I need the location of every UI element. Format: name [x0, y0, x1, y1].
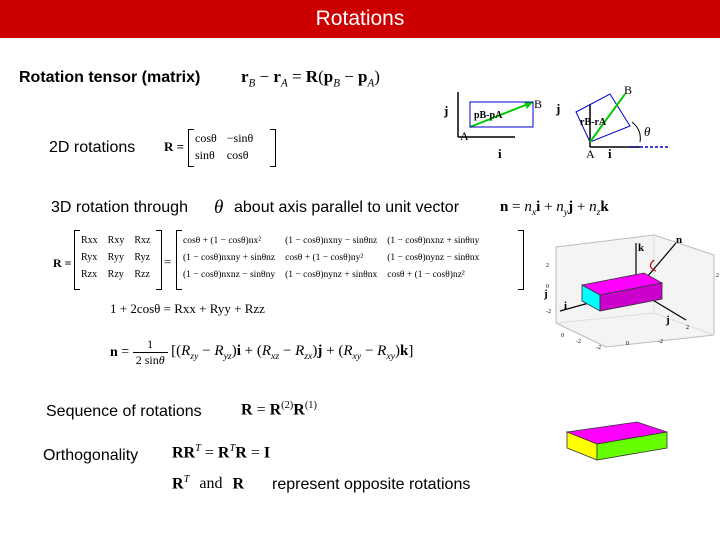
- title-bar: Rotations: [0, 0, 720, 38]
- right-theta-arc: [631, 121, 641, 143]
- left-i-label: i: [498, 146, 502, 161]
- k-label: k: [638, 242, 645, 254]
- left-vector-arrowhead: [524, 102, 533, 109]
- rot3d-label-start: 3D rotation through: [51, 199, 188, 216]
- right-rotated-box: [575, 93, 631, 143]
- theta-arc: [649, 259, 657, 272]
- rot3d-rhs-cell: (1 − cosθ)nxnz + sinθny: [387, 235, 480, 246]
- left-vector-arrow: [469, 101, 534, 128]
- rot3d-lhs-cell: Rzy: [107, 269, 124, 280]
- opposite-rotations-equation: RT and R: [172, 474, 245, 493]
- left-j-label: j: [443, 103, 448, 118]
- rot3d-rhs-cell: (1 − cosθ)nxny + sinθnz: [183, 252, 276, 263]
- rot2d-matrix: cosθ −sinθ sinθ cosθ: [190, 130, 258, 164]
- tick-label: 2: [716, 273, 719, 279]
- rot3d-rhs-left-bracket: [176, 230, 182, 290]
- left-vector-label: pB-pA: [474, 110, 503, 121]
- rotation-tensor-equation: rB − rA = R(pB − pA): [241, 67, 380, 90]
- and-word: and: [199, 475, 223, 493]
- sequence-label: Sequence of rotations: [46, 403, 202, 420]
- rot2d-cell: cosθ: [195, 131, 217, 145]
- rot3d-lhs-cell: Rzz: [134, 269, 150, 280]
- tick-label: 0: [546, 284, 549, 290]
- tick-label: 2: [546, 263, 549, 269]
- trace-equation: 1 + 2cosθ = Rxx + Ryy + Rzz: [110, 301, 265, 316]
- axis-formula: n = 1 2 sinθ [(Rzy − Ryz)i + (Rxz − Rzx)…: [110, 337, 414, 367]
- right-vector-arrow: [589, 93, 626, 143]
- rot3d-equals: =: [164, 254, 172, 269]
- rot2d-left-bracket: [188, 129, 194, 167]
- rot3d-rhs-right-bracket: [518, 230, 524, 290]
- rot3d-rhs-cell: (1 − cosθ)nynz + sinθnx: [285, 269, 378, 280]
- j-label-left: j: [543, 288, 548, 300]
- box-side-face: [599, 282, 663, 312]
- grid-line: [555, 312, 655, 324]
- rot2d-cell: cosθ: [226, 148, 249, 162]
- rot3d-rhs-cell: cosθ + (1 − cosθ)nx²: [183, 235, 262, 246]
- rot2d-R-symbol: R =: [164, 139, 185, 154]
- rot3d-lhs-right-bracket: [156, 230, 162, 290]
- rot3d-label-end: about axis parallel to unit vector: [234, 199, 460, 216]
- rot2d-cell: sinθ: [195, 148, 215, 162]
- tick-label: 0: [626, 341, 629, 347]
- rotation-tensor-label: Rotation tensor (matrix): [19, 69, 201, 86]
- right-theta-label: θ: [644, 124, 651, 139]
- rot2d-right-bracket: [270, 129, 276, 167]
- rot3d-rhs-cell: (1 − cosθ)nxny − sinθnz: [285, 235, 378, 246]
- rot3d-lhs-cell: Rxz: [134, 235, 151, 246]
- tick-label: -2: [596, 345, 601, 351]
- rotation-3d-figure: k n j i j 2 0 -2 2 -2 0 2 -2 0 -2: [543, 234, 719, 351]
- box-illustration: [565, 421, 668, 461]
- small-box-side: [596, 431, 668, 461]
- grid-line: [653, 312, 715, 336]
- sequence-equation: R = R(2)R(1): [241, 400, 317, 419]
- rot3d-theta-symbol: θ: [214, 197, 224, 218]
- tick-label: -2: [546, 309, 551, 315]
- tick-label: -2: [658, 339, 663, 345]
- rot3d-lhs-cell: Ryz: [134, 252, 151, 263]
- opposite-rotations-label: represent opposite rotations: [272, 476, 471, 493]
- unit-vector-equation: n = nxi + nyj + nzk: [500, 199, 609, 218]
- right-B-label: B: [624, 83, 632, 97]
- left-vector-box: [469, 101, 534, 128]
- orthogonality-label: Orthogonality: [43, 447, 139, 464]
- rot3d-rhs-cell: cosθ + (1 − cosθ)ny²: [285, 252, 364, 263]
- right-vector-label: rB-rA: [580, 117, 607, 128]
- rot2d-label: 2D rotations: [49, 139, 136, 156]
- rot3d-lhs-matrix: Rxx Rxy Rxz Ryx Ryy Ryz Rzx Rzy Rzz: [76, 232, 155, 283]
- rot3d-R-symbol: R =: [53, 256, 72, 270]
- right-i-label: i: [608, 146, 612, 161]
- rot3d-lhs-cell: Ryx: [81, 252, 98, 263]
- rot3d-lhs-cell: Ryy: [107, 252, 124, 263]
- right-j-label: j: [555, 101, 560, 116]
- tick-label: 2: [686, 325, 689, 331]
- left-A-label: A: [460, 129, 469, 143]
- left-B-label: B: [534, 97, 542, 111]
- rot3d-rhs-cell: (1 − cosθ)nxnz − sinθny: [183, 269, 276, 280]
- n-label: n: [676, 234, 682, 246]
- tick-label: -2: [576, 339, 581, 345]
- rotation-2d-figure: j i pB-pA A B j i rB-rA A B θ: [443, 83, 670, 161]
- rot3d-rhs-cell: cosθ + (1 − cosθ)nz²: [387, 269, 465, 280]
- slide-title: Rotations: [315, 7, 405, 30]
- rot3d-rhs-matrix: cosθ + (1 − cosθ)nx² (1 − cosθ)nxny − sin…: [178, 232, 484, 283]
- right-A-label: A: [586, 147, 595, 161]
- tensor-lhs-symbol: r: [241, 67, 249, 86]
- rot3d-lhs-cell: Rzx: [81, 269, 98, 280]
- rot3d-lhs-left-bracket: [74, 230, 80, 290]
- rot2d-cell: −sinθ: [226, 131, 254, 145]
- i-label: i: [564, 300, 567, 312]
- rot3d-lhs-cell: Rxy: [107, 235, 125, 246]
- tick-label: 0: [561, 333, 564, 339]
- rot3d-rhs-cell: (1 − cosθ)nynz − sinθnx: [387, 252, 480, 263]
- j-label-right: j: [665, 314, 670, 326]
- orthogonality-equation: RRT = RTR = I: [172, 443, 271, 462]
- rot3d-lhs-cell: Rxx: [81, 235, 98, 246]
